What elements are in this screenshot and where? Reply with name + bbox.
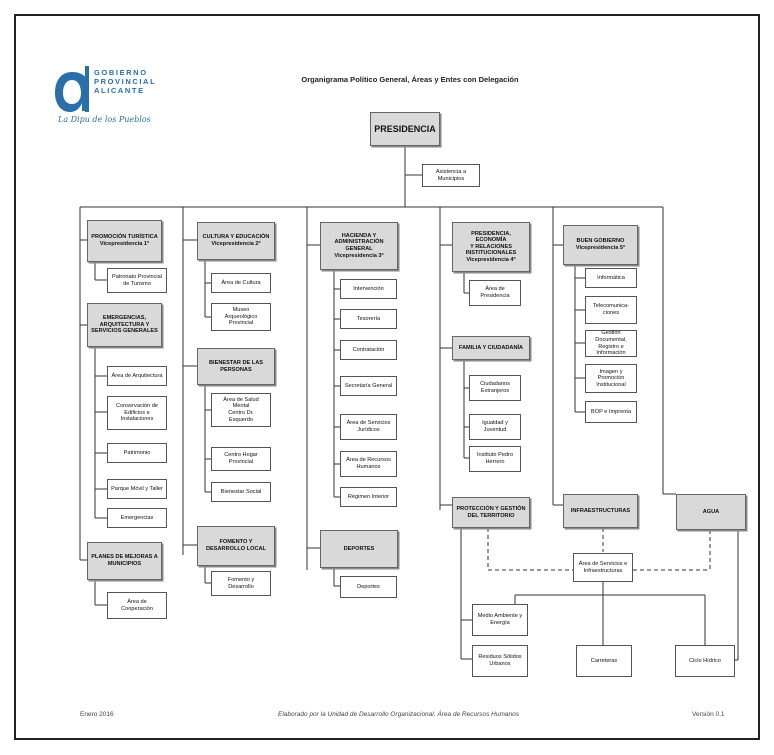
org-box-carreteras: Carreteras [576,645,632,677]
footer-version: Versión 0.1 [692,711,725,718]
org-box-tesoreria: Tesorería [340,309,397,329]
org-box-buen-gobierno: BUEN GOBIERNO Vicepresidencia 5ª [563,225,638,265]
chart-title: Organigrama Político General, Áreas y En… [301,75,519,84]
org-box-residuos: Residuos Sólidos Urbanos [472,645,528,677]
org-box-museo: Museo Arqueológico Provincial [211,303,271,331]
org-box-bop: BOP e Imprenta [585,401,637,423]
org-box-deportes-head: DEPORTES [320,530,398,568]
org-box-deportes: Deportes [340,576,397,598]
org-box-instituto: Instituto Pedro Herrero [469,446,521,472]
org-box-imagen: Imagen y Promoción Institucional [585,364,637,393]
org-box-planes-mejoras: PLANES DE MEJORAS A MUNICIPIOS [87,542,162,580]
org-box-gestion-documental: Gestión Documental, Registro e Informaci… [585,330,637,357]
org-box-fomento-desarrollo: Fomento y Desarrollo [211,571,271,596]
org-box-informatica: Informática [585,268,637,288]
org-box-patronato: Patronato Provincial de Turismo [107,268,167,293]
org-box-telecomunicaciones: Telecomunica- ciones [585,296,637,324]
footer-date: Enero 2016 [80,711,114,718]
org-box-area-arquitectura: Área de Arquitectura [107,366,167,386]
org-box-proteccion: PROTECCIÓN Y GESTIÓN DEL TERRITORIO [452,497,530,528]
org-box-regimen-interior: Régimen Interior [340,487,397,507]
org-box-secretaria: Secretaría General [340,376,397,396]
org-box-igualdad: Igualdad y Juventud [469,414,521,440]
org-box-conservacion: Conservación de Edificios e Instalacione… [107,396,167,430]
org-box-promocion-turistica: PROMOCIÓN TURÍSTICA Vicepresidencia 1ª [87,220,162,262]
org-box-agua: AGUA [676,494,746,530]
org-box-ciclo-hidrico: Ciclo Hídrico [675,645,735,677]
org-box-area-cooperacion: Área de Cooperación [107,592,167,619]
org-box-patrimonio: Patrimonio [107,443,167,463]
org-box-ciudadanos-extranjeros: Ciudadanos Extranjeros [469,375,521,401]
org-box-bienestar-social: Bienestar Social [211,482,271,502]
org-box-medio-ambiente: Medio Ambiente y Energía [472,604,528,636]
org-box-parque-movil: Parque Móvil y Taller [107,479,167,499]
org-box-contratacion: Contratación [340,340,397,360]
org-box-intervencion: Intervención [340,279,397,299]
org-box-emergencias-arquitectura: EMERGENCIAS, ARQUITECTURA Y SERVICIOS GE… [87,303,162,347]
org-box-area-servicios-infraestructuras: Área de Servicios e Infraestructuras [573,553,633,582]
org-box-cultura: CULTURA Y EDUCACIÓN Vicepresidencia 2ª [197,222,275,260]
logo-slogan: La Dipu de los Pueblos [58,115,151,124]
org-box-infraestructuras: INFRAESTRUCTURAS [563,494,638,528]
org-box-servicios-juridicos: Área de Servicios Jurídicos [340,414,397,440]
org-box-bienestar: BIENESTAR DE LAS PERSONAS [197,348,275,385]
org-box-presidencia-economia: PRESIDENCIA, ECONOMÍA Y RELACIONES INSTI… [452,222,530,272]
org-box-hacienda: HACIENDA Y ADMINISTRACIÓN GENERAL Vicepr… [320,222,398,270]
logo-line-1: GOBIERNO [94,68,148,77]
logo-line-3: ALICANTE [94,86,145,95]
logo-line-2: PROVINCIAL [94,77,157,86]
org-box-presidencia: PRESIDENCIA [370,112,440,146]
org-box-fomento: FOMENTO Y DESARROLLO LOCAL [197,526,275,566]
org-box-area-presidencia: Área de Presidencia [469,280,521,306]
footer-credit: Elaborado por la Unidad de Desarrollo Or… [278,711,519,718]
org-box-emergencias: Emergencias [107,508,167,528]
org-box-centro-hogar: Centro Hogar Provincial [211,447,271,471]
org-box-recursos-humanos: Área de Recursos Humanos [340,451,397,477]
logo-mark-icon [55,66,89,112]
org-box-familia: FAMILIA Y CIUDADANÍA [452,336,530,360]
logo: GOBIERNO PROVINCIAL ALICANTE La Dipu de … [52,66,172,136]
org-box-salud-mental: Área de Salud Mental Centro Dr. Esquerdo [211,393,271,427]
org-box-asistencia: Asistencia a Municipios [422,164,480,187]
org-box-area-cultura: Área de Cultura [211,273,271,293]
